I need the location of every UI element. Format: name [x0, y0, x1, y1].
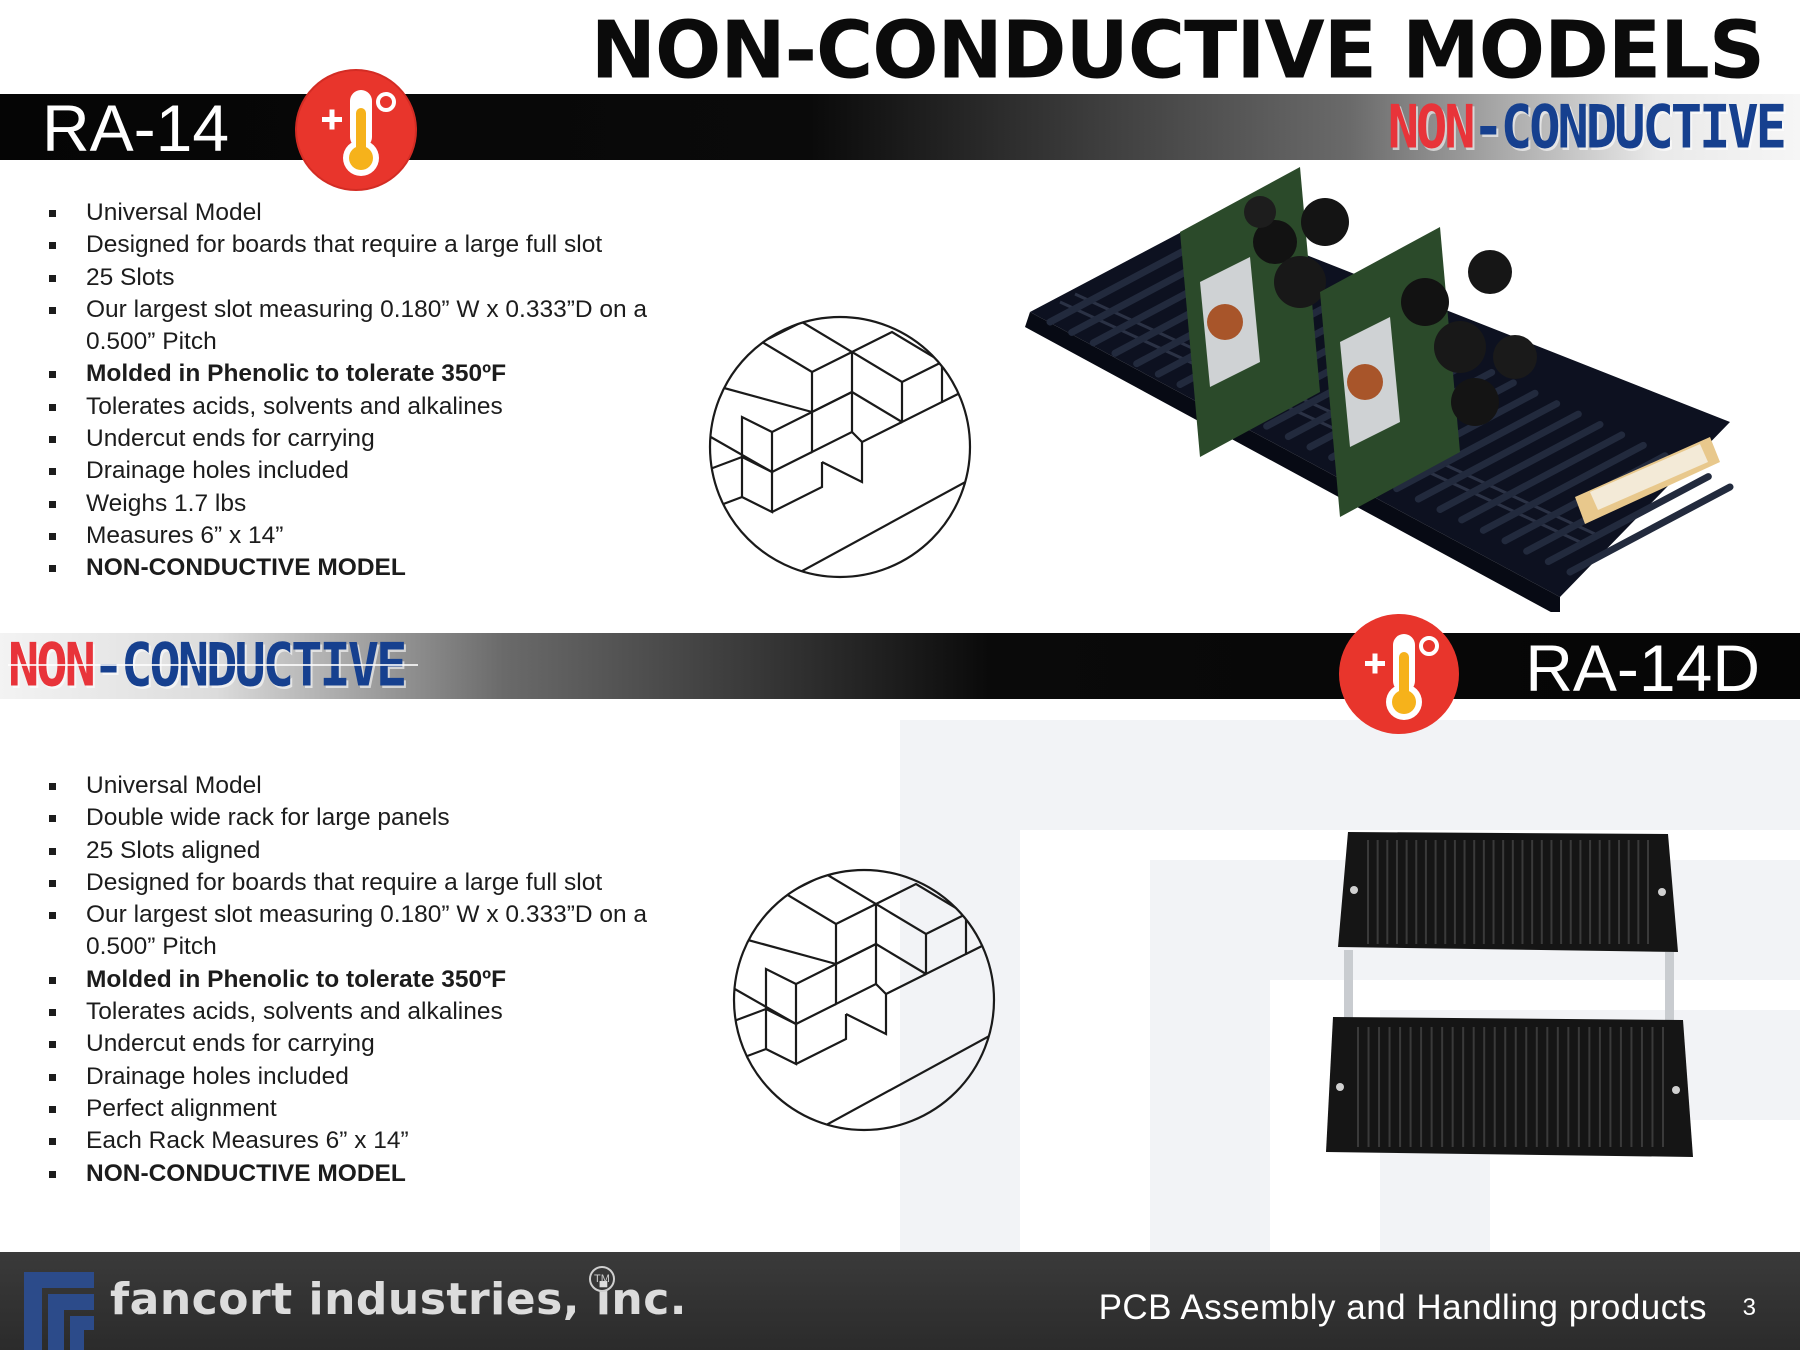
- feature-bullet: 25 Slots: [46, 262, 706, 294]
- page-title: NON-CONDUCTIVE MODELS: [590, 5, 1765, 97]
- model-name-top: RA-14: [42, 91, 230, 165]
- feature-bullet: Drainage holes included: [46, 455, 706, 487]
- feature-bullet: Tolerates acids, solvents and alkalines: [46, 391, 706, 423]
- feature-bullet: Undercut ends for carrying: [46, 423, 706, 455]
- rack-rib: [1436, 421, 1604, 513]
- slot-cross-section-diagram-bottom: [732, 868, 996, 1132]
- logo-underline: [8, 664, 418, 666]
- non-conductive-logo-top: NON-CONDUCTIVE: [1387, 93, 1787, 163]
- rack-rib: [1458, 431, 1626, 524]
- feature-bullet: Undercut ends for carrying: [46, 1028, 706, 1060]
- feature-bullet: Perfect alignment: [46, 1093, 706, 1125]
- footer-tagline: PCB Assembly and Handling products: [1098, 1288, 1707, 1327]
- logo-non-text: NON: [8, 631, 96, 701]
- rack-rib: [1544, 473, 1712, 566]
- slot-cross-section-diagram-top: [708, 315, 972, 579]
- logo-conductive-text: CONDUCTIVE: [1500, 93, 1787, 163]
- thermometer-heat-icon: [295, 69, 417, 191]
- section-header-band-bottom: [0, 633, 1800, 699]
- rack-rib: [1566, 483, 1734, 576]
- feature-bullet: Tolerates acids, solvents and alkalines: [46, 996, 706, 1028]
- logo-dash-text: -: [92, 631, 124, 701]
- feature-bullet: Double wide rack for large panels: [46, 802, 706, 834]
- feature-bullet: Molded in Phenolic to tolerate 350ºF: [46, 358, 706, 390]
- rack-rib: [1393, 400, 1561, 493]
- feature-bullet: NON-CONDUCTIVE MODEL: [46, 552, 706, 584]
- logo-non-text: NON: [1387, 93, 1476, 163]
- rack-rib: [1479, 441, 1647, 534]
- feature-bullet: Universal Model: [46, 197, 706, 229]
- non-conductive-logo-bottom: NON-CONDUCTIVE: [8, 631, 407, 701]
- ra-14-product-photo: [1025, 167, 1734, 612]
- logo-conductive-text: CONDUCTIVE: [121, 631, 407, 701]
- feature-bullet: 25 Slots aligned: [46, 835, 706, 867]
- footer-bar: fancort industries, inc. TM PCB Assembly…: [0, 1252, 1800, 1350]
- trademark-mark: TM: [589, 1266, 615, 1292]
- feature-bullet: NON-CONDUCTIVE MODEL: [46, 1158, 706, 1190]
- feature-bullet: Our largest slot measuring 0.180” W x 0.…: [46, 294, 706, 359]
- feature-bullet: Drainage holes included: [46, 1061, 706, 1093]
- feature-bullet: Designed for boards that require a large…: [46, 229, 706, 261]
- feature-bullet: Designed for boards that require a large…: [46, 867, 706, 899]
- feature-bullet: Molded in Phenolic to tolerate 350ºF: [46, 964, 706, 996]
- feature-bullet: Our largest slot measuring 0.180” W x 0.…: [46, 899, 706, 964]
- feature-bullet: Measures 6” x 14”: [46, 520, 706, 552]
- feature-bullet: Each Rack Measures 6” x 14”: [46, 1125, 706, 1157]
- rack-rib: [1414, 410, 1582, 503]
- ra-14d-product-photo: [1326, 832, 1693, 1157]
- thermometer-heat-icon: [1339, 614, 1459, 734]
- model-name-bottom: RA-14D: [1525, 631, 1760, 705]
- page-number: 3: [1742, 1294, 1756, 1321]
- feature-bullet: Universal Model: [46, 770, 706, 802]
- feature-bullet: Weighs 1.7 lbs: [46, 488, 706, 520]
- logo-dash-text: -: [1472, 93, 1504, 163]
- fancort-f-logo-icon: [24, 1272, 94, 1350]
